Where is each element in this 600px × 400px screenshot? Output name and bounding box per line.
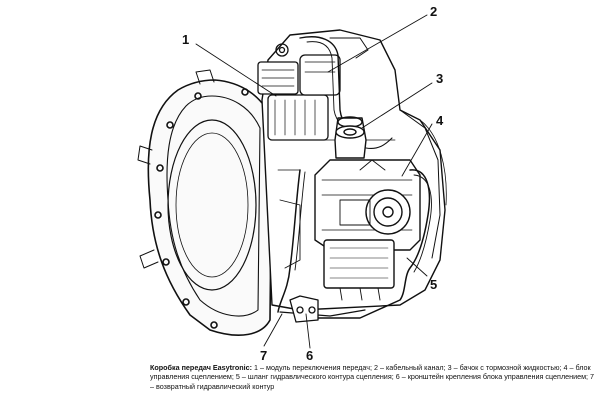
caption-title: Коробка передач Easytronic: [150, 363, 253, 372]
callout-7: 7 [260, 348, 268, 363]
brake-fluid-reservoir [334, 116, 393, 159]
gear-shift-module [257, 43, 341, 141]
callout-6: 6 [306, 348, 314, 363]
control-unit-bracket [289, 295, 319, 323]
hydraulic-hoses [277, 169, 432, 319]
callout-1: 1 [182, 32, 190, 47]
callout-5: 5 [430, 277, 438, 292]
clutch-bell-housing [137, 69, 273, 336]
callout-3: 3 [436, 71, 444, 86]
clutch-control-unit [314, 159, 421, 301]
callout-4: 4 [436, 113, 444, 128]
callout-2: 2 [430, 4, 438, 19]
caption-text: 1 – модуль переключения передач; 2 – каб… [150, 363, 595, 391]
figure-caption: Коробка передач Easytronic: 1 – модуль п… [150, 363, 595, 391]
leader-lines [195, 14, 433, 349]
